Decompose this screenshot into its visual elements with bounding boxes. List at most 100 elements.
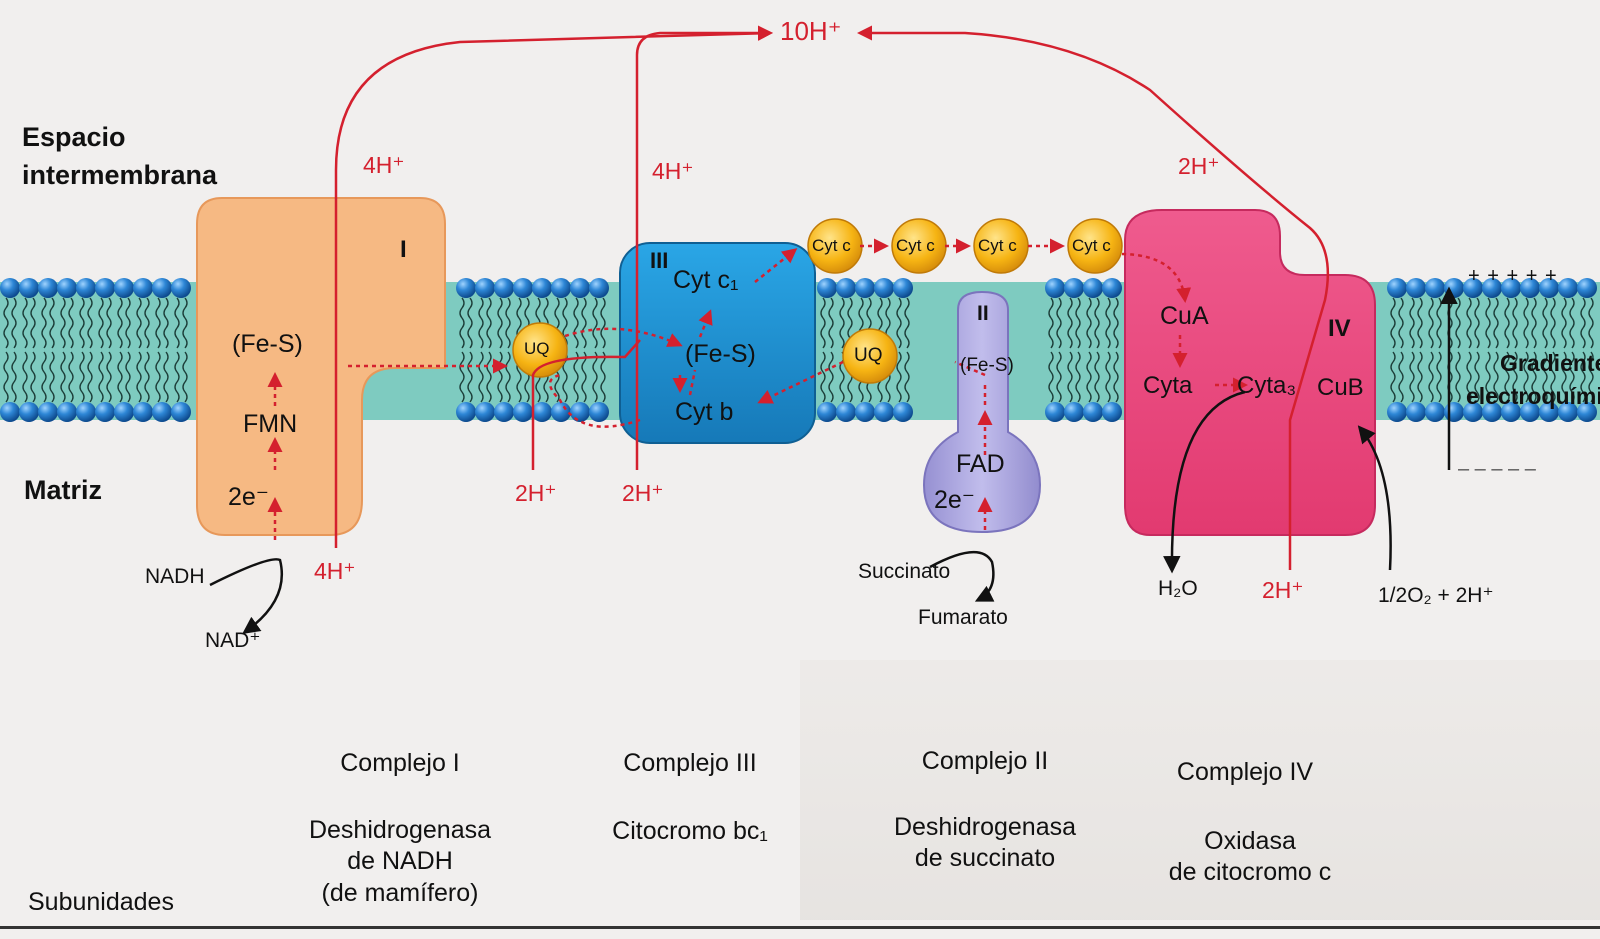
lipid-head: [1577, 278, 1597, 298]
nad-label: NAD⁺: [205, 628, 260, 653]
matrix-label: Matriz: [24, 475, 102, 506]
complex-1-numeral: I: [400, 236, 407, 264]
lipid-head: [19, 402, 39, 422]
lipid-head: [874, 402, 894, 422]
lipid-head: [513, 402, 533, 422]
lipid-head: [893, 278, 913, 298]
complex-1-caption-name: Deshidrogenasa de NADH (de mamífero): [275, 815, 525, 909]
complex-3-cytc1: Cyt c₁: [673, 266, 738, 295]
lipid-head: [836, 402, 856, 422]
cytc-4-label: Cyt c: [1072, 236, 1111, 256]
lipid-head: [817, 278, 837, 298]
lipid-head: [1102, 402, 1122, 422]
lipid-head: [456, 402, 476, 422]
lipid-head: [1083, 402, 1103, 422]
complex-2-caption-name: Deshidrogenasa de succinato: [865, 812, 1105, 875]
lipid-head: [589, 278, 609, 298]
lipid-head: [1064, 278, 1084, 298]
lipid-head: [152, 278, 172, 298]
lipid-head: [570, 402, 590, 422]
cytc-2-label: Cyt c: [896, 236, 935, 256]
cytc-3-label: Cyt c: [978, 236, 1017, 256]
complex-2-caption-title: Complejo II: [895, 746, 1075, 777]
complex-3-cytb: Cyt b: [675, 398, 733, 427]
lipid-head: [551, 402, 571, 422]
lipid-head: [114, 278, 134, 298]
lipid-head: [475, 402, 495, 422]
complex-1-fmn: FMN: [243, 410, 297, 439]
lipid-head: [855, 402, 875, 422]
lipid-head: [1045, 278, 1065, 298]
lipid-head: [76, 278, 96, 298]
lipid-head: [19, 278, 39, 298]
lipid-head: [1425, 402, 1445, 422]
lipid-head: [494, 402, 514, 422]
gradient-label-line2: electroquími: [1466, 383, 1600, 410]
complex-4-numeral: IV: [1328, 315, 1351, 343]
complex-4-cyta3: Cyta₃: [1237, 372, 1296, 400]
lipid-head: [475, 278, 495, 298]
lipid-head: [1083, 278, 1103, 298]
complex-4-cyta: Cyta: [1143, 372, 1192, 400]
complex-1-electrons: 2e⁻: [228, 482, 269, 512]
complex-3-numeral: III: [650, 248, 668, 274]
lipid-head: [1406, 278, 1426, 298]
complex-2-fad: FAD: [956, 450, 1005, 479]
lipid-head: [0, 402, 20, 422]
complex-3-caption-title: Complejo III: [600, 748, 780, 779]
lipid-head: [551, 278, 571, 298]
lipid-head: [114, 402, 134, 422]
cytc-1-label: Cyt c: [812, 236, 851, 256]
complex-4-cub: CuB: [1317, 374, 1364, 402]
lipid-head: [1045, 402, 1065, 422]
lipid-head: [171, 278, 191, 298]
lipid-head: [589, 402, 609, 422]
complex-1-fes: (Fe-S): [232, 330, 303, 359]
complex-4-caption-title: Complejo IV: [1150, 757, 1340, 788]
complex-1-caption-title: Complejo I: [300, 748, 500, 779]
intermembrane-label: Espacio intermembrana: [22, 118, 217, 194]
lipid-head: [95, 278, 115, 298]
proton-c3-bottom-left: 2H⁺: [515, 480, 557, 507]
lipid-head: [1102, 278, 1122, 298]
lipid-head: [570, 278, 590, 298]
fumarate-label: Fumarato: [918, 606, 1008, 630]
lipid-head: [1387, 402, 1407, 422]
lipid-head: [38, 278, 58, 298]
lipid-head: [1406, 402, 1426, 422]
lipid-head: [532, 402, 552, 422]
complex-4-cua: CuA: [1160, 302, 1209, 331]
lipid-head: [171, 402, 191, 422]
complex-4-caption-name: Oxidasa de citocromo c: [1130, 826, 1370, 889]
oxygen-label: 1/2O₂ + 2H⁺: [1378, 583, 1494, 608]
complex-2-fes: (Fe-S): [960, 355, 1014, 377]
gradient-plus: + + + + +: [1468, 265, 1558, 288]
bottom-rule: [0, 926, 1600, 929]
lipid-head: [836, 278, 856, 298]
lipid-head: [133, 402, 153, 422]
complex-3-caption-name: Citocromo bc₁: [580, 816, 800, 847]
uq-2-label: UQ: [854, 345, 883, 367]
lipid-head: [95, 402, 115, 422]
gradient-minus: – – – – –: [1458, 458, 1536, 481]
nadh-label: NADH: [145, 565, 205, 589]
complex-2-numeral: II: [977, 302, 989, 326]
lipid-head: [513, 278, 533, 298]
proton-c3-top: 4H⁺: [652, 158, 694, 185]
lipid-head: [494, 278, 514, 298]
lipid-head: [456, 278, 476, 298]
lipid-head: [1425, 278, 1445, 298]
lipid-head: [38, 402, 58, 422]
lipid-head: [855, 278, 875, 298]
complex-2-electrons: 2e⁻: [934, 485, 975, 515]
proton-c1-bottom: 4H⁺: [314, 558, 356, 585]
lipid-head: [1444, 402, 1464, 422]
proton-c1-top: 4H⁺: [363, 152, 405, 179]
lipid-head: [57, 278, 77, 298]
lipid-head: [817, 402, 837, 422]
uq-1-label: UQ: [524, 339, 550, 359]
lipid-head: [57, 402, 77, 422]
lipid-head: [1558, 278, 1578, 298]
lipid-head: [76, 402, 96, 422]
water-label: H₂O: [1158, 577, 1198, 601]
